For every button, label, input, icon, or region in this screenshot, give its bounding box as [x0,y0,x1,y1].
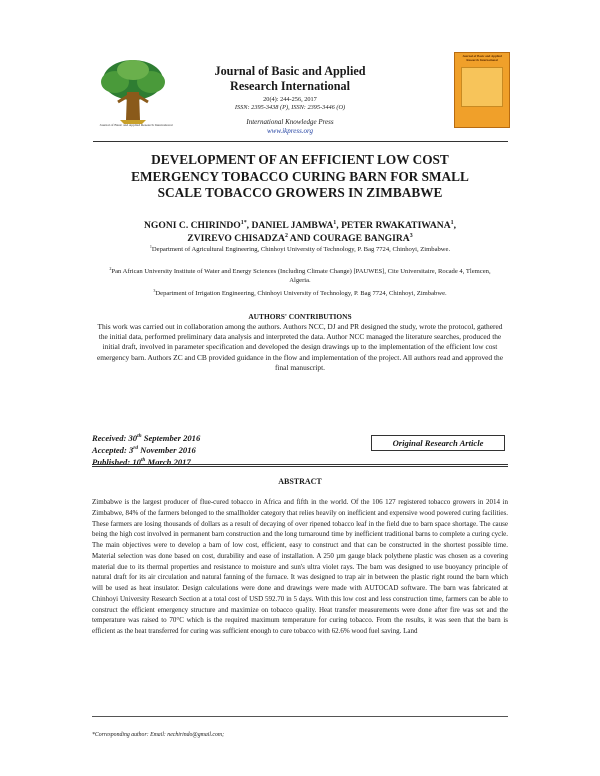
author-name: DANIEL JAMBWA [251,220,334,231]
author-affiliation-mark: 1 [333,219,337,226]
affiliation-3: 3Department of Irrigation Engineering, C… [153,287,447,297]
author-name: NGONI C. CHIRINDO [143,220,241,231]
abstract-text: Zimbabwe is the largest producer of flue… [92,498,508,635]
author-name: ZVIREVO CHISADZA [187,233,285,244]
footnote-divider [92,716,508,717]
cover-title: Journal of Basic and Applied Research In… [462,54,502,62]
journal-title: Journal of Basic and Applied Research In… [214,64,366,93]
author-affiliation-mark: 1* [240,219,247,226]
dates-divider [92,464,508,465]
author-list: NGONI C. CHIRINDO1*, DANIEL JAMBWA1, PET… [143,219,456,244]
received-date: Received: 30th September 2016 [92,433,201,443]
journal-logo [90,52,176,138]
publisher-name: International Knowledge Press [246,118,334,126]
corresponding-author-footnote: *Corresponding author: Email: nechirindo… [92,732,224,738]
article-title: DEVELOPMENT OF AN EFFICIENT LOW COST EME… [131,152,469,200]
article-type-badge: Original Research Article [371,435,505,451]
affiliation-2: 2Pan African University Institute of Wat… [109,265,491,284]
header-divider [93,141,508,142]
publisher-website-link[interactable]: www.ikpress.org [266,127,314,135]
author-affiliation-mark: 1 [450,219,454,226]
contributions-text: This work was carried out in collaborati… [96,322,504,372]
journal-issn: ISSN: 2395-3438 (P), ISSN: 2395-3446 (O) [234,104,346,111]
author-name: PETER RWAKATIWANA [341,220,451,231]
tree-logo-icon [101,60,165,124]
affiliation-1: 1Department of Agricultural Engineering,… [149,243,451,253]
logo-caption: Journal of Basic and Applied Research In… [99,123,173,127]
author-affiliation-mark: 2 [284,232,288,239]
published-date: Published: 10th March 2017 [92,457,191,467]
contributions-heading: AUTHORS' CONTRIBUTIONS [248,312,352,321]
author-affiliation-mark: 3 [409,232,413,239]
journal-cover-thumbnail: Journal of Basic and Applied Research In… [454,52,510,128]
cover-image [461,67,503,107]
dates-divider-thin [92,466,508,467]
abstract-heading: ABSTRACT [278,477,322,486]
journal-volume: 20(4): 244-256, 2017 [263,96,317,103]
author-name: COURAGE BANGIRA [312,233,410,244]
accepted-date: Accepted: 3rd November 2016 [92,445,196,455]
